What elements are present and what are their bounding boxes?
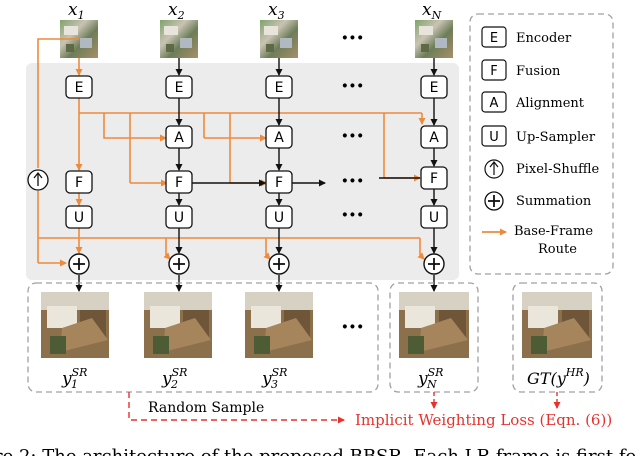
upsampler-label-1: U (74, 210, 84, 226)
alignment-label-n: A (429, 130, 439, 146)
sr-output-image-3 (245, 292, 313, 358)
encoder-label-1: E (75, 80, 84, 96)
ellipsis-alignment: ··· (341, 123, 364, 149)
output-group-main (27, 282, 379, 393)
upsampler-box-1 (65, 205, 93, 229)
legend-alignment-symbol: A (490, 96, 499, 111)
input-label-n: xN (422, 0, 442, 22)
encoder-box-3 (265, 75, 293, 99)
upsampler-box-2 (165, 205, 193, 229)
random-sample-label: Random Sample (148, 400, 264, 416)
processing-panel (26, 63, 459, 280)
encoder-label-2: E (175, 80, 184, 96)
upsampler-label-n: U (429, 210, 439, 226)
fusion-label-1: F (75, 175, 83, 191)
legend-upsampler-symbol: U (489, 130, 499, 145)
input-label-1: x1 (68, 0, 85, 22)
upsampler-label-2: U (174, 210, 184, 226)
pixel-shuffle-icon (27, 169, 49, 191)
fusion-label-n: F (430, 171, 438, 187)
legend-encoder-swatch (481, 26, 507, 48)
encoder-label-n: E (430, 80, 439, 96)
legend-summation-icon (484, 191, 504, 211)
alignment-box-n (420, 125, 448, 149)
legend-upsampler-swatch (481, 125, 507, 147)
legend-encoder-symbol: E (490, 31, 498, 46)
sr-output-image-n (399, 292, 469, 358)
output-group-gt (512, 282, 603, 393)
upsampler-box-n (420, 205, 448, 229)
ellipsis-fusion: ··· (341, 168, 364, 194)
figure-caption-fragment: re 2: The architecture of the proposed B… (0, 446, 636, 456)
legend-label-route-2: Route (538, 242, 577, 257)
input-frame-2 (160, 20, 198, 58)
alignment-label-2: A (174, 130, 184, 146)
upsampler-label-3: U (274, 210, 284, 226)
input-frame-3 (260, 20, 298, 58)
upsampler-box-3 (265, 205, 293, 229)
fusion-label-3: F (275, 175, 283, 191)
sr-output-image-2 (144, 292, 212, 358)
fusion-box-2 (165, 170, 193, 194)
encoder-box-2 (165, 75, 193, 99)
summation-node-2 (168, 253, 190, 275)
legend-label-pixel-shuffle: Pixel-Shuffle (516, 162, 600, 177)
summation-node-3 (268, 253, 290, 275)
fusion-label-2: F (175, 175, 183, 191)
ellipsis-outputs: ··· (341, 314, 364, 340)
legend-pixel-shuffle-icon (484, 159, 504, 179)
encoder-label-3: E (275, 80, 284, 96)
legend-alignment-swatch (481, 91, 507, 113)
legend-label-fusion: Fusion (516, 64, 561, 79)
frame-flows (75, 58, 438, 292)
legend-fusion-swatch (481, 59, 507, 81)
alignment-box-3 (265, 125, 293, 149)
sr-output-image-1 (41, 292, 109, 358)
input-label-2: x2 (168, 0, 185, 22)
fusion-box-1 (65, 170, 93, 194)
alignment-label-3: A (274, 130, 284, 146)
ellipsis-inputs: ··· (341, 25, 364, 51)
loss-label: Implicit Weighting Loss (Eqn. (6)) (355, 411, 612, 429)
ground-truth-image (522, 292, 592, 358)
ellipsis-encoders: ··· (341, 73, 364, 99)
ellipsis-upsampler: ··· (341, 202, 364, 228)
legend-fusion-symbol: F (490, 64, 497, 79)
legend-label-alignment: Alignment (515, 96, 585, 111)
encoder-box-n (420, 75, 448, 99)
summation-node-1 (68, 253, 90, 275)
legend-label-encoder: Encoder (516, 31, 572, 46)
summation-node-n (423, 253, 445, 275)
fusion-box-3 (265, 170, 293, 194)
ground-truth-label: GT(yHR) (527, 366, 590, 388)
encoder-box-1 (65, 75, 93, 99)
legend-label-route-1: Base-Frame (514, 224, 593, 239)
fusion-box-n (420, 166, 448, 190)
alignment-box-2 (165, 125, 193, 149)
loss-routes (128, 392, 561, 424)
legend-label-upsampler: Up-Sampler (516, 130, 596, 145)
input-label-3: x3 (268, 0, 285, 22)
input-frame-n (415, 20, 453, 58)
legend-label-summation: Summation (516, 194, 592, 209)
